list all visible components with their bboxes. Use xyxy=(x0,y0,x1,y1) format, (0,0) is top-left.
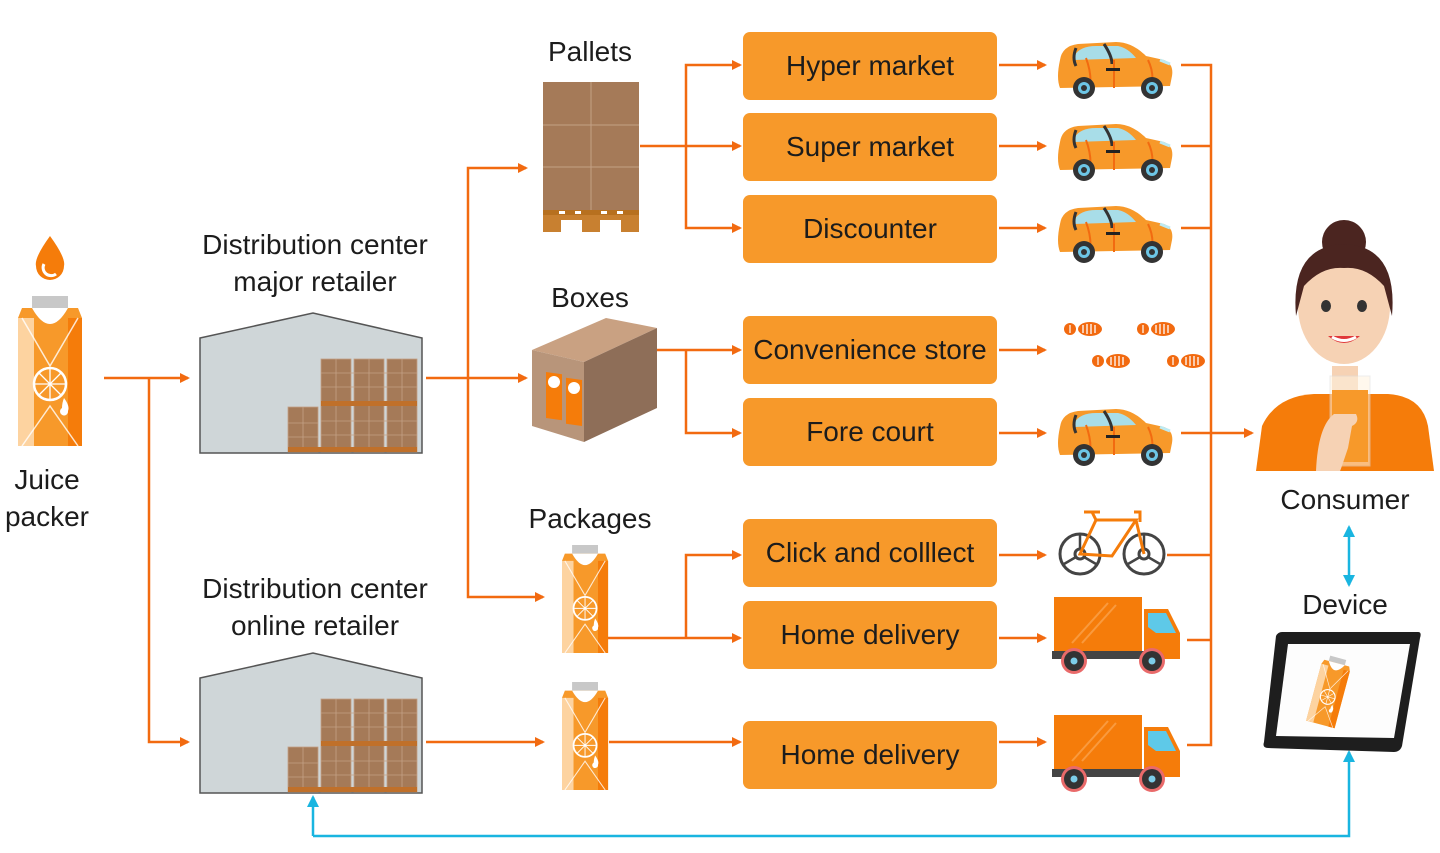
car-icon xyxy=(1056,40,1174,101)
juice-packer-label-line2: packer xyxy=(4,501,90,532)
dc-online-label-line2: online retailer xyxy=(230,610,400,641)
juice-drop-icon xyxy=(35,236,65,280)
pallet-icon xyxy=(543,82,639,232)
channel-discounter: Discounter xyxy=(743,195,997,263)
channel-home-delivery-online: Home delivery xyxy=(743,721,997,789)
car-icon xyxy=(1056,204,1174,265)
channel-fore-court: Fore court xyxy=(743,398,997,466)
juice-carton-icon xyxy=(561,681,609,791)
channel-convenience-store: Convenience store xyxy=(743,316,997,384)
channel-home-delivery: Home delivery xyxy=(743,601,997,669)
warehouse-icon xyxy=(199,312,423,454)
footprints-icon xyxy=(1063,321,1206,369)
box-icon xyxy=(532,318,657,442)
woman-drinking-juice-icon xyxy=(1256,220,1434,472)
car-icon xyxy=(1056,122,1174,183)
bicycle-icon xyxy=(1058,510,1166,576)
warehouse-icon xyxy=(199,652,423,794)
dc-online-label: Distribution center online retailer xyxy=(170,570,460,644)
juice-carton-icon xyxy=(561,544,609,654)
tablet-icon xyxy=(1263,632,1421,752)
channel-click-and-collect: Click and colllect xyxy=(743,519,997,587)
truck-icon xyxy=(1051,714,1181,793)
car-icon xyxy=(1056,407,1174,468)
pallets-label: Pallets xyxy=(547,36,633,67)
dc-major-label: Distribution center major retailer xyxy=(170,226,460,300)
boxes-label: Boxes xyxy=(551,282,629,313)
flow-connectors xyxy=(104,60,1254,747)
juice-packer-label: Juice packer xyxy=(0,461,94,535)
dc-major-label-line2: major retailer xyxy=(233,266,397,297)
channel-super-market: Super market xyxy=(743,113,997,181)
device-label: Device xyxy=(1302,589,1388,620)
juice-packer-label-line1: Juice xyxy=(14,464,80,495)
channel-hyper-market: Hyper market xyxy=(743,32,997,100)
packages-label: Packages xyxy=(528,503,652,534)
juice-carton-icon xyxy=(16,294,84,448)
truck-icon xyxy=(1051,596,1181,675)
consumer-label: Consumer xyxy=(1280,484,1410,515)
dc-online-label-line1: Distribution center xyxy=(202,573,428,604)
feedback-connectors xyxy=(307,525,1355,838)
dc-major-label-line1: Distribution center xyxy=(202,229,428,260)
